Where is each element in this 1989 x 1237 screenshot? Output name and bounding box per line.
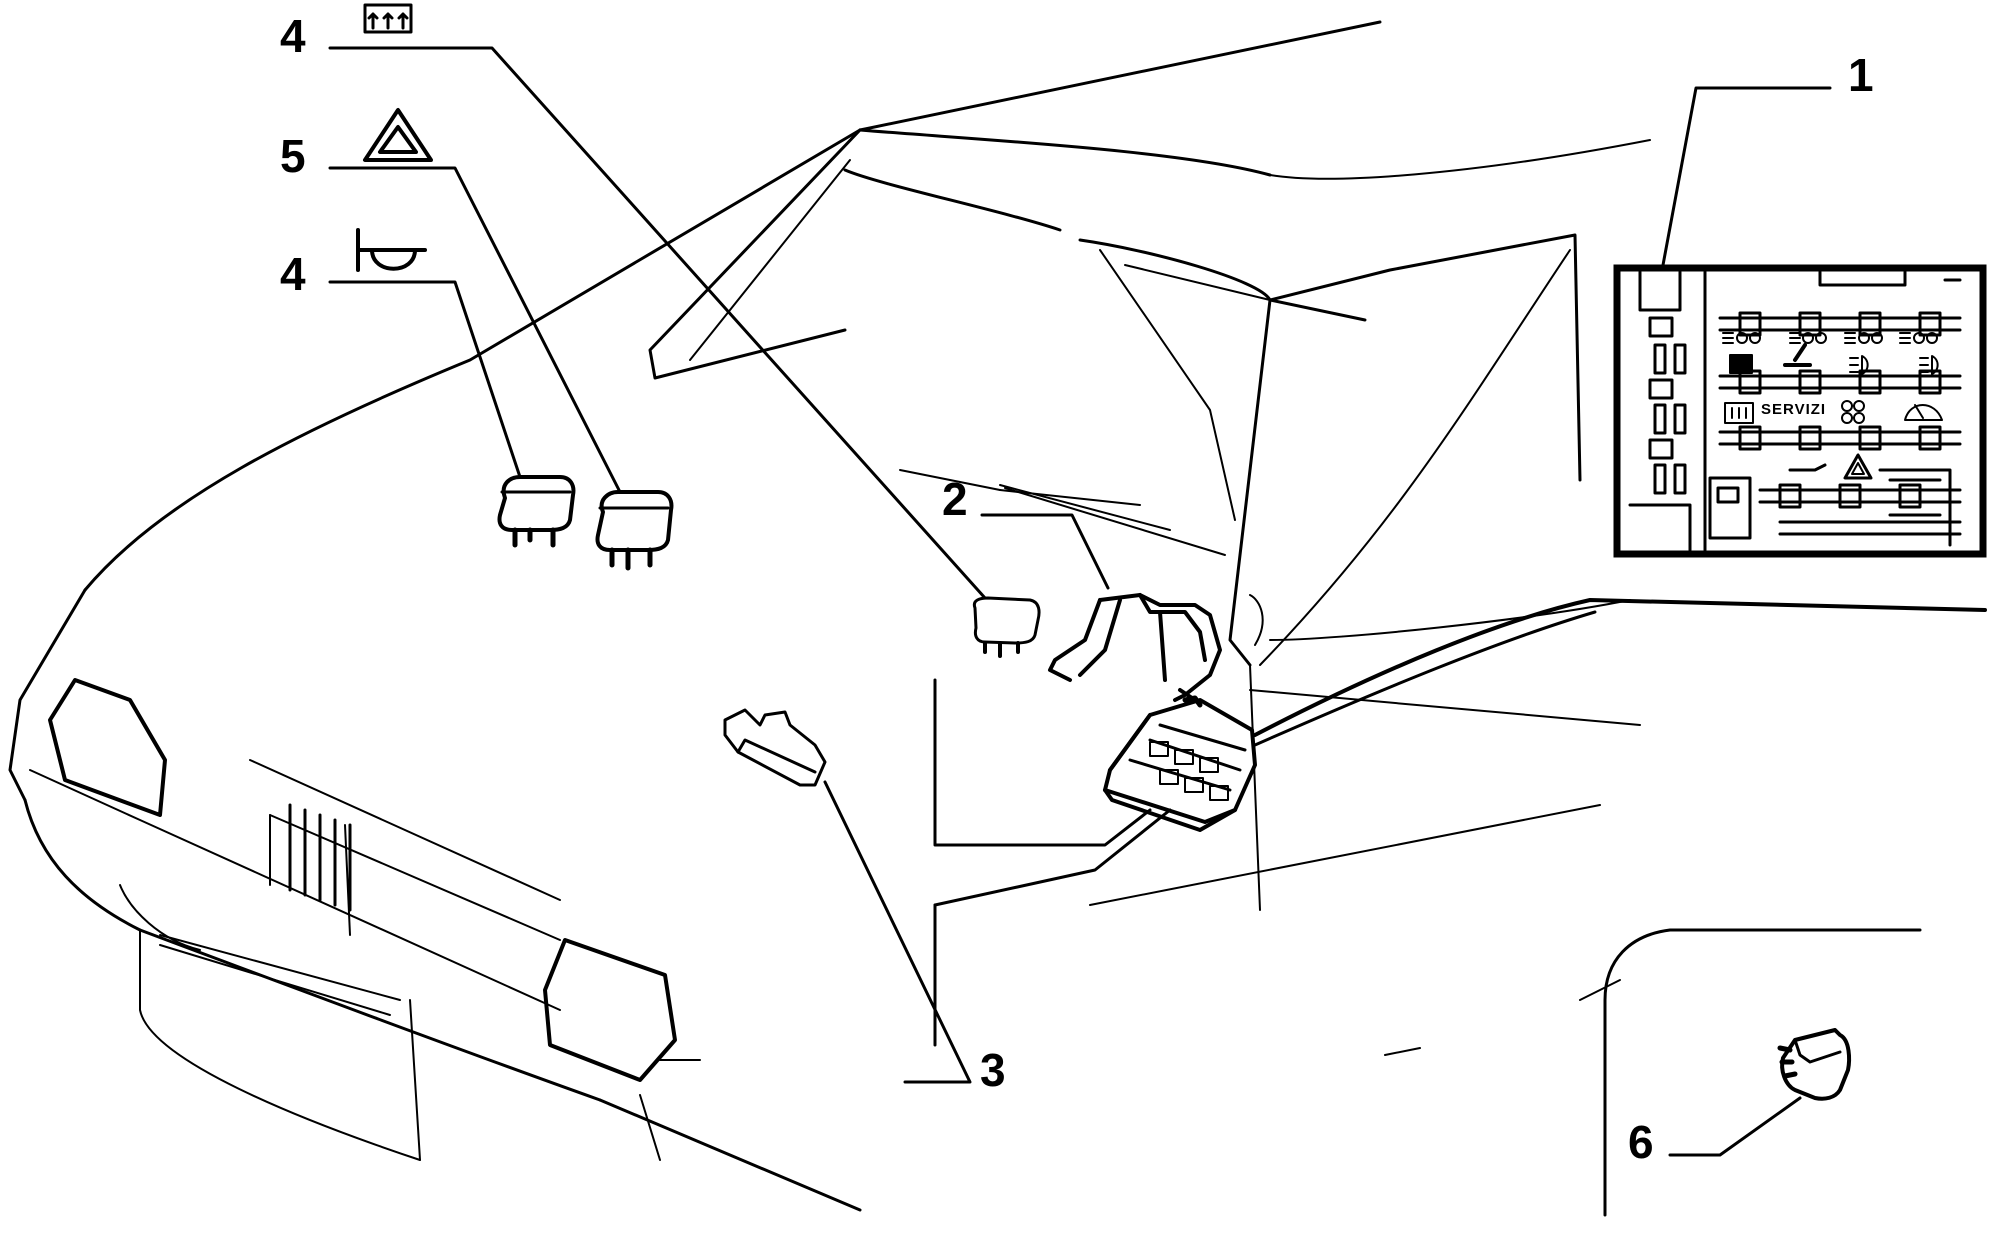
windscreen-washer-icon — [1904, 404, 1943, 421]
headlight-icon — [1844, 332, 1883, 344]
fan-icon — [1841, 400, 1865, 424]
fusebox-module — [1103, 695, 1257, 832]
fusebox-fuse-rows — [1718, 311, 1962, 547]
callout-6: 6 — [1628, 1116, 1654, 1168]
callout-5: 5 — [280, 130, 306, 182]
fusebox-label: SERVIZI — [1761, 401, 1826, 418]
fusebox-panel: SERVIZI — [1613, 264, 1987, 558]
relay-small — [1777, 1028, 1851, 1101]
rear-defrost-icon — [1724, 402, 1754, 424]
fuse-component — [723, 708, 827, 787]
headlight-icon — [1789, 332, 1827, 344]
relay-hazard — [595, 490, 674, 571]
headlight-icon — [1722, 332, 1761, 344]
oil-can-icon — [1788, 463, 1827, 472]
fusebox-left-column — [1628, 270, 1962, 552]
fusebox-frame — [1613, 264, 1987, 558]
relay-rear-defrost — [972, 596, 1041, 658]
callout-4-horn: 4 — [280, 248, 306, 300]
relay-horn — [497, 475, 576, 548]
seat-icon — [1729, 354, 1753, 374]
car-body — [8, 20, 1651, 1212]
fusebox-symbols — [1722, 332, 1943, 480]
callout-4-defrost: 4 — [280, 10, 306, 62]
leader-lines — [328, 46, 1987, 1157]
inset-frame — [1603, 928, 1922, 1217]
lamp-icon — [1919, 355, 1939, 375]
callout-2: 2 — [942, 473, 968, 525]
horn-icon — [356, 228, 427, 272]
callout-3: 3 — [980, 1044, 1006, 1096]
lamp-icon — [1849, 355, 1869, 375]
hazard-triangle-icon — [1843, 453, 1873, 480]
wiper-icon — [1783, 343, 1812, 367]
callout-1: 1 — [1848, 49, 1874, 101]
holder-component — [1048, 593, 1222, 702]
headlight-icon — [1899, 332, 1938, 344]
rear-defrost-icon — [363, 3, 413, 34]
hazard-triangle-icon — [363, 108, 433, 162]
